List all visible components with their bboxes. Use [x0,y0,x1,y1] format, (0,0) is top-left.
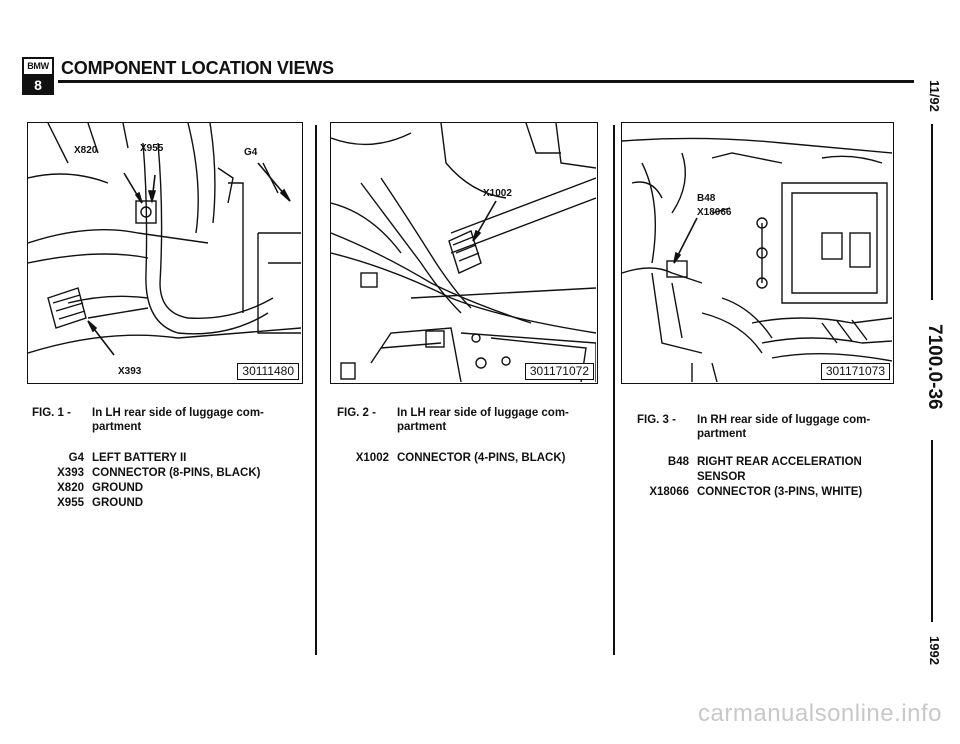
figure-2-image: X1002 301171072 [330,122,598,384]
figure-1-image: X820 X955 G4 X393 30111480 [27,122,303,384]
legend-row: X955 GROUND [57,496,260,511]
figure-2-caption-line-2: partment [397,421,447,433]
callout-x18066: X18066 [697,207,732,218]
legend-desc: CONNECTOR (4-PINS, BLACK) [397,452,566,464]
figure-1-label: FIG. 1 - [32,407,71,419]
column-divider-2 [613,125,615,655]
logo-text: BMW [24,59,52,76]
figure-3-code: 301171073 [820,363,890,380]
legend-row: SENSOR [697,470,862,485]
legend-code: X18066 [649,486,689,498]
side-page-number: 7100.0-36 [924,324,945,410]
callout-g4: G4 [244,147,258,158]
legend-code: X1002 [355,452,389,464]
side-year: 1992 [927,636,942,665]
figure-1-caption-line-1: In LH rear side of luggage com- [92,407,264,419]
callout-x955: X955 [140,143,164,154]
figure-2-code: 301171072 [524,363,594,380]
figure-3-caption-line-2: partment [697,428,747,440]
legend-row: X820 GROUND [57,481,260,496]
legend-row: X1002 CONNECTOR (4-PINS, BLACK) [356,451,566,466]
bmw-logo: BMW 8 [22,57,54,95]
watermark: carmanualsonline.info [698,700,942,727]
legend-desc: CONNECTOR (8-PINS, BLACK) [92,467,261,479]
callout-x1002: X1002 [483,188,512,199]
legend-code: X820 [57,482,84,494]
legend-row: X18066 CONNECTOR (3-PINS, WHITE) [649,485,863,500]
figure-3-legend: B48 RIGHT REAR ACCELERATION SENSOR X18066… [649,455,863,500]
legend-desc: GROUND [92,482,144,494]
callout-x393: X393 [118,366,142,377]
legend-desc: CONNECTOR (3-PINS, WHITE) [697,486,863,498]
figure-1-code: 30111480 [237,363,299,380]
side-date: 11/92 [927,80,942,112]
legend-desc: RIGHT REAR ACCELERATION [697,456,862,468]
legend-code: B48 [667,456,689,468]
column-divider-1 [315,125,317,655]
callout-x820: X820 [74,145,98,156]
legend-desc: GROUND [92,497,144,509]
side-rule-1 [931,124,933,300]
figure-3-caption-line-1: In RH rear side of luggage com- [697,414,871,426]
legend-desc: LEFT BATTERY II [92,452,187,464]
figure-1-caption-line-2: partment [92,421,142,433]
page-title: COMPONENT LOCATION VIEWS [61,58,334,78]
figure-1-legend: G4 LEFT BATTERY II X393 CONNECTOR (8-PINS,… [57,451,261,511]
figure-2-label: FIG. 2 - [337,407,376,419]
figure-2-illustration [331,123,596,382]
legend-row: X393 CONNECTOR (8-PINS, BLACK) [57,466,261,481]
legend-code: G4 [68,452,84,464]
legend-row: G4 LEFT BATTERY II [69,451,260,466]
legend-code: X393 [57,467,84,479]
header-rule [58,80,914,83]
logo-series: 8 [24,76,52,95]
figure-3-illustration [622,137,892,382]
legend-row: B48 RIGHT REAR ACCELERATION [668,455,862,470]
figure-3-label: FIG. 3 - [637,414,676,426]
side-rule-2 [931,440,933,622]
figure-3-image: B48 X18066 301171073 [621,122,894,384]
legend-code: X955 [57,497,84,509]
figure-1-illustration [28,123,301,356]
legend-desc: SENSOR [697,471,746,483]
figure-2-caption-line-1: In LH rear side of luggage com- [397,407,569,419]
callout-b48: B48 [697,193,716,204]
figure-2-legend: X1002 CONNECTOR (4-PINS, BLACK) [356,451,566,466]
